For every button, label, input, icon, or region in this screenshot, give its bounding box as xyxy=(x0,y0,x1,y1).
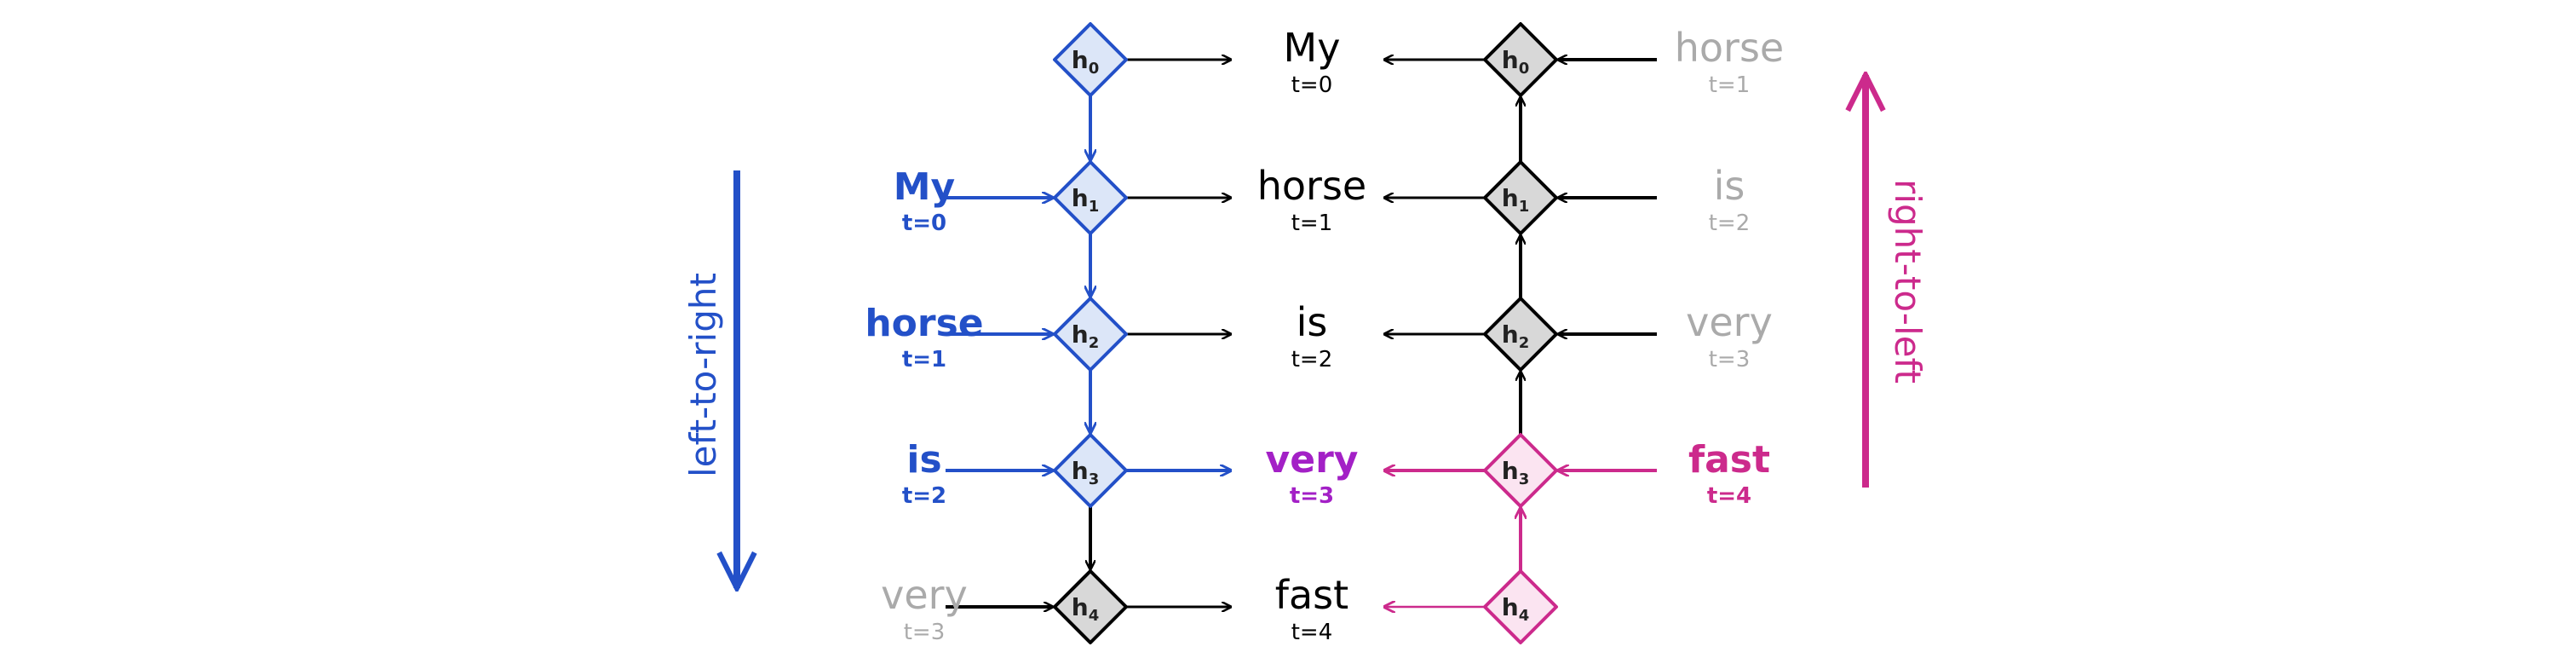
left-state-h4-label: h4 xyxy=(1072,593,1099,625)
right-input-3-word: fast xyxy=(1688,438,1770,482)
left-state-h2-label: h2 xyxy=(1072,320,1099,352)
left-input-2-word: is xyxy=(906,438,941,482)
right-state-h2-label: h2 xyxy=(1502,320,1529,352)
output-4-time: t=4 xyxy=(1291,620,1333,645)
right-input-0-time: t=1 xyxy=(1709,72,1751,98)
left-input-0: Myt=0 xyxy=(894,165,955,236)
right-input-2-word: very xyxy=(1686,299,1773,345)
right-state-h3: h3 xyxy=(1483,433,1558,508)
right-state-h3-shape xyxy=(1483,433,1558,508)
right-state-h1-shape xyxy=(1483,160,1558,235)
left-state-h3-shape xyxy=(1053,433,1128,508)
left-input-1-time: t=1 xyxy=(902,347,946,372)
output-0-time: t=0 xyxy=(1291,72,1333,98)
left-state-h0-label: h0 xyxy=(1072,46,1099,78)
right-input-1: ist=2 xyxy=(1709,163,1751,236)
output-2-word: is xyxy=(1297,299,1328,345)
left-state-h2-shape xyxy=(1053,297,1128,372)
left-state-h0-shape xyxy=(1053,22,1128,97)
right-state-h0-label: h0 xyxy=(1502,46,1529,78)
right-to-left-label: right-to-left xyxy=(1887,179,1929,384)
output-3-time: t=3 xyxy=(1290,483,1334,509)
output-3-word: very xyxy=(1266,438,1359,482)
right-input-0-word: horse xyxy=(1675,25,1784,71)
left-state-h2: h2 xyxy=(1053,297,1128,372)
left-input-1-word: horse xyxy=(865,302,983,345)
left-input-0-word: My xyxy=(894,165,955,209)
left-input-0-time: t=0 xyxy=(902,211,946,236)
output-2: ist=2 xyxy=(1291,299,1333,372)
right-state-h4-label: h4 xyxy=(1502,593,1529,625)
right-state-h0: h0 xyxy=(1483,22,1558,97)
left-to-right-label: left-to-right xyxy=(682,273,724,477)
right-input-3-time: t=4 xyxy=(1707,483,1751,509)
right-input-1-word: is xyxy=(1714,163,1745,209)
output-0-word: My xyxy=(1284,25,1341,71)
right-state-h1-label: h1 xyxy=(1502,184,1529,216)
right-state-h3-label: h3 xyxy=(1502,457,1529,488)
output-1-word: horse xyxy=(1257,163,1366,209)
left-input-3-word: very xyxy=(881,572,968,618)
left-state-h4-shape xyxy=(1053,569,1128,644)
output-4-word: fast xyxy=(1275,572,1348,618)
left-input-3-time: t=3 xyxy=(904,620,946,645)
output-2-time: t=2 xyxy=(1291,347,1333,372)
left-input-2: ist=2 xyxy=(902,438,946,509)
right-input-1-time: t=2 xyxy=(1709,211,1751,236)
right-state-h4-shape xyxy=(1483,569,1558,644)
right-state-h2: h2 xyxy=(1483,297,1558,372)
right-input-2-time: t=3 xyxy=(1709,347,1751,372)
left-input-2-time: t=2 xyxy=(902,483,946,509)
left-state-h1-label: h1 xyxy=(1072,184,1099,216)
right-state-h4: h4 xyxy=(1483,569,1558,644)
right-state-h0-shape xyxy=(1483,22,1558,97)
right-state-h2-shape xyxy=(1483,297,1558,372)
left-state-h4: h4 xyxy=(1053,569,1128,644)
left-state-h0: h0 xyxy=(1053,22,1128,97)
right-state-h1: h1 xyxy=(1483,160,1558,235)
left-state-h3: h3 xyxy=(1053,433,1128,508)
left-state-h3-label: h3 xyxy=(1072,457,1099,488)
output-0: Myt=0 xyxy=(1284,25,1341,98)
left-state-h1: h1 xyxy=(1053,160,1128,235)
output-1-time: t=1 xyxy=(1291,211,1333,236)
left-state-h1-shape xyxy=(1053,160,1128,235)
